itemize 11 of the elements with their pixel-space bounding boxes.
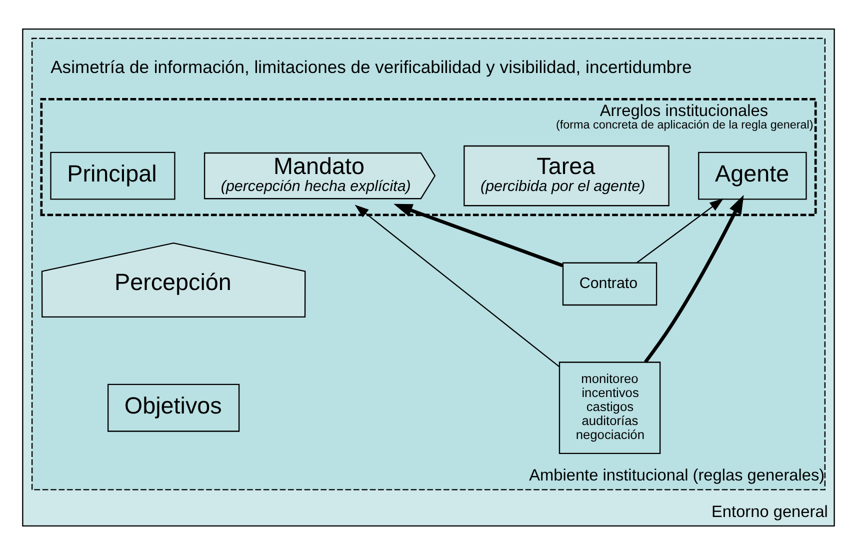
node-box: Tarea (percibida por el agente) [464, 144, 670, 206]
node-box: Agente [698, 151, 807, 200]
label: Asimetría de información, limitaciones de verificabilidad y visibilidad, incertidumbre [50, 56, 692, 76]
arrow [354, 204, 560, 367]
node-box: Principal [50, 151, 176, 200]
arrow [644, 194, 744, 363]
arrow [636, 198, 724, 263]
node-box: Objetivos [107, 383, 240, 432]
arrow [394, 203, 564, 267]
node-box: monitoreo incentivos castigos auditorías negociación [558, 361, 661, 454]
node-box: Contrato [562, 262, 658, 306]
